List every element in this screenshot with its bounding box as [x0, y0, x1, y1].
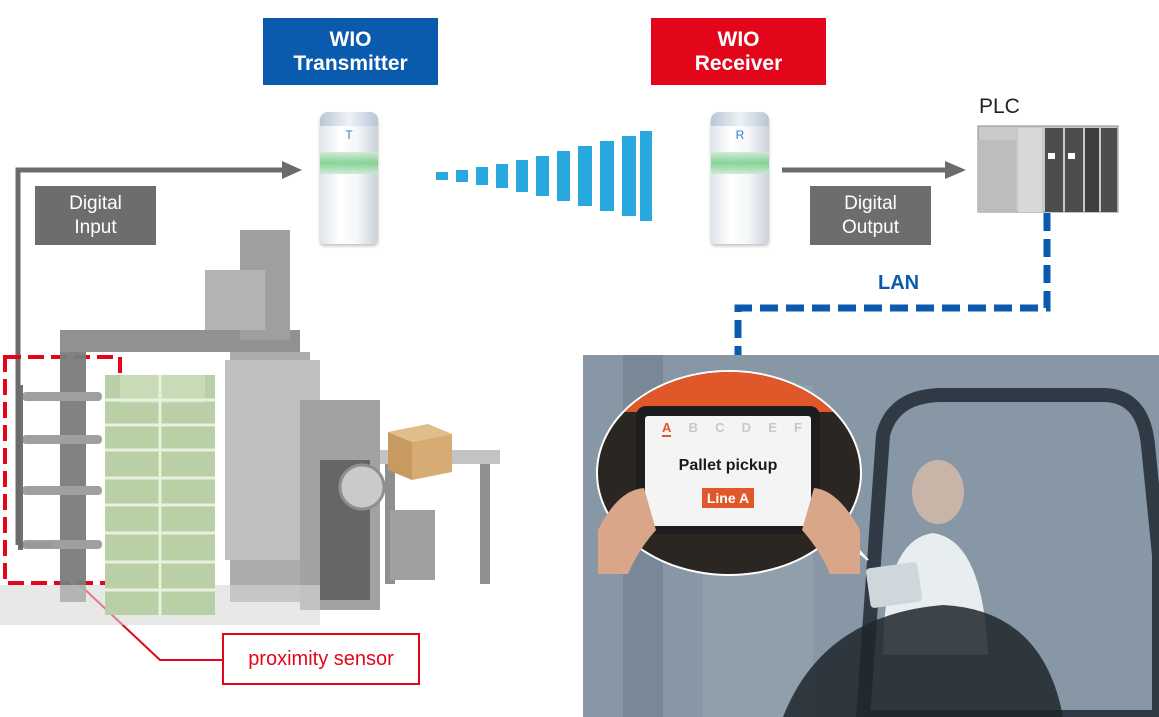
transmitter-line2: Transmitter [293, 51, 408, 75]
wireless-bar [640, 131, 652, 221]
digital-output-box: Digital Output [810, 186, 931, 245]
pallet-stack [105, 375, 215, 615]
transmitter-device: T [320, 112, 378, 244]
wireless-bar [536, 156, 549, 196]
receiver-line2: Receiver [694, 51, 783, 75]
tablet-tab[interactable]: E [768, 420, 777, 435]
tablet-tab[interactable]: D [741, 420, 752, 435]
digital-input-line1: Digital [69, 192, 122, 214]
digital-output-arrowhead [945, 161, 966, 179]
wireless-bar [622, 136, 636, 216]
hands [598, 488, 860, 574]
transmitter-line1: WIO [329, 27, 372, 51]
wireless-bar [456, 170, 468, 182]
wireless-bar [496, 164, 508, 188]
proximity-sensor-text: proximity sensor [248, 647, 394, 670]
lan-line [734, 213, 1051, 365]
tablet-line-badge: Line A [702, 488, 754, 508]
transmitter-device-letter: T [345, 128, 353, 142]
wio-receiver-label: WIO Receiver [651, 18, 826, 85]
tablet-tabs: A B C D E F [662, 420, 802, 437]
receiver-device-letter: R [735, 128, 745, 142]
digital-output-line2: Output [841, 216, 900, 238]
receiver-device: R [711, 112, 769, 244]
plc-label: PLC [979, 95, 1020, 118]
digital-input-box: Digital Input [35, 186, 156, 245]
wireless-bar [600, 141, 614, 211]
wireless-bar [578, 146, 592, 206]
cardboard-box [388, 424, 452, 480]
lan-label: LAN [878, 272, 920, 294]
wireless-bar [476, 167, 488, 185]
plc-device [977, 125, 1119, 213]
wireless-bar [516, 160, 528, 192]
tablet-tab[interactable]: A [662, 420, 672, 437]
packaging-machine [0, 230, 500, 625]
tablet-tab[interactable]: C [715, 420, 725, 435]
tablet-tab[interactable]: F [794, 420, 802, 435]
tablet-title: Pallet pickup [678, 457, 778, 474]
digital-input-line2: Input [74, 216, 117, 238]
tablet-tab[interactable]: B [688, 420, 698, 435]
receiver-line1: WIO [717, 27, 760, 51]
digital-input-arrowhead [282, 161, 302, 179]
wio-transmitter-label: WIO Transmitter [263, 18, 438, 85]
wireless-signal [436, 131, 652, 221]
wireless-bar [557, 151, 570, 201]
wireless-bar [436, 172, 448, 180]
digital-output-line1: Digital [844, 192, 897, 214]
proximity-sensor-label: proximity sensor [222, 633, 420, 685]
